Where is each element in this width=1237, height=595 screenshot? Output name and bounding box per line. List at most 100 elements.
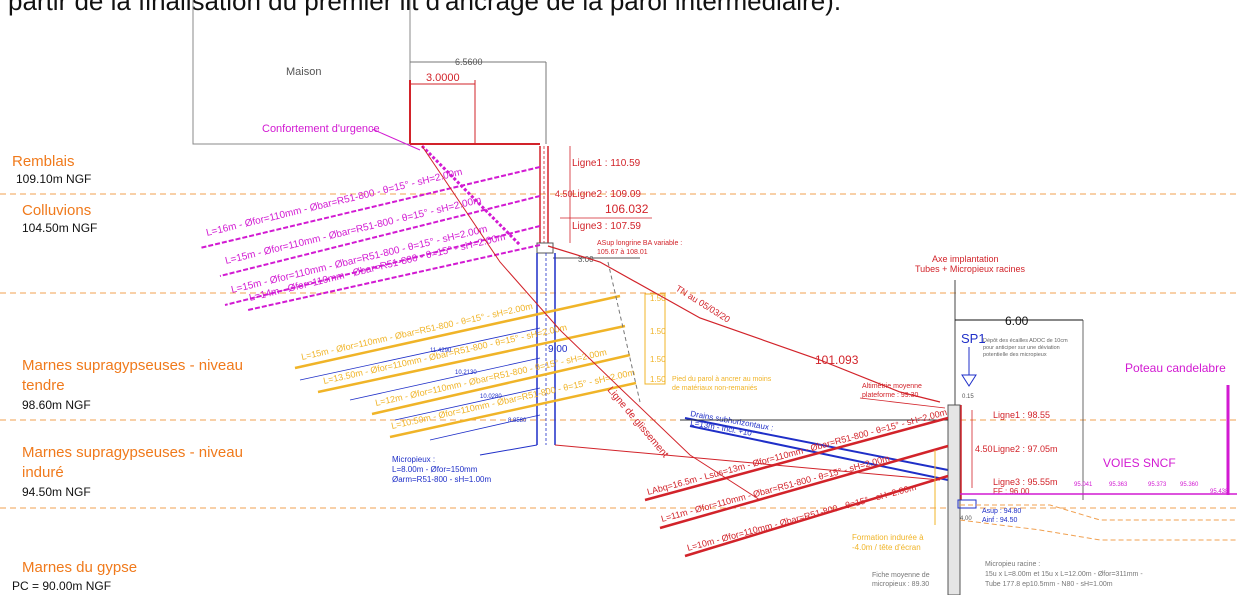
layer-tendre-name-2: tendre xyxy=(22,377,65,394)
track-level-4: 95.360 xyxy=(1180,482,1199,488)
mid-dim-1: 11.4290 xyxy=(430,348,452,354)
ligne2-label: Ligne2 : 109.09 xyxy=(572,189,641,200)
tn-value: 101.093 xyxy=(815,353,859,367)
lower-slopes xyxy=(959,504,1237,541)
layer-tendre-level: 98.60m NGF xyxy=(22,398,91,412)
slip-line-label: Ligne de glissement xyxy=(605,385,671,460)
upper-anchor-line-3 xyxy=(224,225,541,306)
racine-1: Micropieu racine : xyxy=(985,561,1040,568)
house: Maison 6.5600 3.0000 xyxy=(192,0,547,145)
forme-2: -4.0m / tête d'écran xyxy=(852,543,921,552)
right-wall: Axe implantation Tubes + Micropieux raci… xyxy=(680,254,1058,595)
mid-dim-4: 8.8580 xyxy=(508,418,527,424)
axis-label-2: Tubes + Micropieux racines xyxy=(915,264,1025,274)
strata-boundaries xyxy=(0,193,1237,509)
drain-line-1 xyxy=(684,417,949,471)
altimetrie-2: plateforme : 99.30 xyxy=(862,392,919,399)
slip-to-wall xyxy=(554,444,941,481)
spacing-box: 1.50 1.50 1.50 1.50 Pied du parol à ancr… xyxy=(607,261,772,403)
base-slab xyxy=(957,499,977,509)
ligne3-label: Ligne3 : 107.59 xyxy=(572,221,641,232)
sp1-marker xyxy=(961,374,977,387)
six-dim: 6.00 xyxy=(1005,314,1029,328)
upper-anchor-line-1 xyxy=(199,166,541,249)
mid-dim-line-2 xyxy=(349,357,541,401)
mid-anchor-line-4 xyxy=(389,381,637,439)
spacing-3: 1.50 xyxy=(650,355,666,364)
house-outline xyxy=(192,0,410,145)
voies-label: VOIES SNCF xyxy=(1103,456,1176,470)
mid-dim-line-3 xyxy=(394,387,541,421)
mid-dim-2: 10.2130 xyxy=(455,370,477,376)
slope-1 xyxy=(960,504,1237,521)
tracks: Poteau candelabre VOIES SNCF 95.041 95.3… xyxy=(960,361,1237,495)
low-anchor-line-2 xyxy=(659,444,949,530)
layer-colluvions-level: 104.50m NGF xyxy=(22,221,97,235)
house-width-dim: 6.5600 xyxy=(455,57,483,67)
altimetrie-1: Altimétrie moyenne xyxy=(862,383,922,390)
racine-3: Tube 177.8 ep10.5mm - N80 - sH=1.00m xyxy=(985,581,1113,588)
mid-dim-line-1 xyxy=(299,327,541,381)
layer-labels: Remblais 109.10m NGF Colluvions 104.50m … xyxy=(12,153,243,593)
layer-gypse-name: Marnes du gypse xyxy=(22,559,137,576)
track-levels: 95.041 95.363 95.373 95.360 95.438 xyxy=(1074,482,1229,495)
house-label: Maison xyxy=(286,66,321,78)
sp1-note-1: Dépôt des écailles ADOC de 10cm xyxy=(983,338,1068,344)
layer-indure-name: Marnes supragypseuses - niveau xyxy=(22,444,243,461)
forme-1: Formation indurée à xyxy=(852,533,924,542)
beam-note-1: ASup longrine BA variable : xyxy=(597,240,682,247)
mid-dim-line-4 xyxy=(429,414,541,441)
upper-anchor-text-1: L=16m - Øfor=110mm - Øbar=R51-800 - θ=15… xyxy=(205,167,463,239)
header-text: partir de la finalisation du premier lit… xyxy=(8,0,842,16)
micropile-note-1: Micropieux : xyxy=(392,455,435,464)
mid-anchor-line-1 xyxy=(294,294,621,370)
upper-anchors: L=16m - Øfor=110mm - Øbar=R51-800 - θ=15… xyxy=(199,166,541,311)
urgent-reinforcement-wall xyxy=(420,144,522,247)
fiche-1: Fiche moyenne de xyxy=(872,572,930,579)
racine-2: 15u x L=8.00m et 15u x L=12.00m - Øfor=3… xyxy=(985,571,1143,578)
micropile-note-2: L=8.00m - Øfor=150mm xyxy=(392,465,478,474)
level-small: 0.15 xyxy=(962,394,974,400)
layer-indure-level: 94.50m NGF xyxy=(22,485,91,499)
poteau-label: Poteau candelabre xyxy=(1125,361,1226,375)
beam-note-2: 105.67 à 108.01 xyxy=(597,249,648,256)
upper-wall: 4.50 Ligne1 : 110.59 Ligne2 : 109.09 Lig… xyxy=(536,146,682,264)
mid-dim-3: 10.0280 xyxy=(480,394,502,400)
sp1-group: 6.00 SP1 Dépôt des écailles ADOC de 10cm… xyxy=(955,314,1084,500)
layer-remblais-level: 109.10m NGF xyxy=(16,172,91,186)
right-ligne1: Ligne1 : 98.55 xyxy=(993,410,1050,420)
slope-dash xyxy=(607,261,641,403)
layer-tendre-name: Marnes supragypseuses - niveau xyxy=(22,357,243,374)
right-ligne3: Ligne3 : 95.55m xyxy=(993,477,1058,487)
upper-anchor-line-2 xyxy=(219,195,541,277)
sp1-label: SP1 xyxy=(961,331,986,346)
spacing-4: 1.50 xyxy=(650,375,666,384)
layer-colluvions-name: Colluvions xyxy=(22,202,91,219)
level-106: 106.032 xyxy=(605,202,649,216)
track-level-1: 95.041 xyxy=(1074,482,1093,488)
middle-anchors: L=15m - Øfor=110mm - Øbar=R51-800 - θ=15… xyxy=(294,294,637,441)
layer-gypse-level: PC = 90.00m NGF xyxy=(12,579,111,593)
pied-note-2: de matériaux non-remaniés xyxy=(672,385,758,392)
wall-height: 9.00 xyxy=(548,344,568,355)
tn-label: TN au 05/03/20 xyxy=(674,283,732,324)
layer-remblais-name: Remblais xyxy=(12,153,75,170)
micropile-note-3: Øarm=R51-800 - sH=1.00m xyxy=(392,475,491,484)
beam-width: 3.00 xyxy=(578,255,594,264)
low-anchor-line-1 xyxy=(644,416,949,502)
right-ff: FF : 96.00 xyxy=(993,487,1030,496)
sp1-note-3: potentielle des micropieux xyxy=(983,352,1047,358)
upper-anchor-line-4 xyxy=(247,244,541,311)
mid-anchor-line-2 xyxy=(317,324,626,394)
spacing-box-outline xyxy=(644,293,666,385)
layer-indure-name-2: induré xyxy=(22,464,64,481)
right-spacing: 4.50 xyxy=(975,444,993,454)
pied-note-1: Pied du parol à ancrer au moins xyxy=(672,376,772,383)
low-anchor-line-3 xyxy=(684,474,949,558)
ainf: Ainf : 94.50 xyxy=(982,517,1018,524)
intermediate-wall: 9.00 Micropieux : L=8.00m - Øfor=150mm Ø… xyxy=(392,253,568,484)
slip-line xyxy=(421,145,761,501)
spacing-1: 1.50 xyxy=(650,294,666,303)
mid-anchor-line-3 xyxy=(371,353,631,416)
